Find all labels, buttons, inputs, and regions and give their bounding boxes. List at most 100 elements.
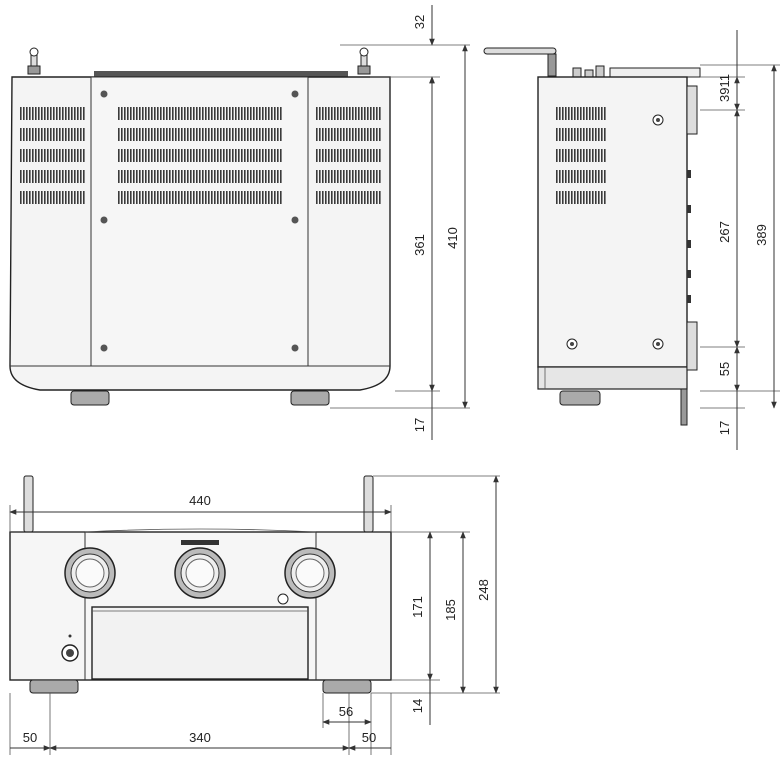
vent-slot bbox=[65, 128, 67, 141]
vent-slot bbox=[586, 170, 588, 183]
vent-slot bbox=[56, 170, 58, 183]
vent-slot bbox=[80, 191, 82, 204]
vent-slot bbox=[53, 170, 55, 183]
vent-slot bbox=[187, 149, 189, 162]
vent-slot bbox=[241, 149, 243, 162]
vent-slot bbox=[184, 149, 186, 162]
vent-slot bbox=[83, 149, 85, 162]
vent-slot bbox=[316, 107, 318, 120]
vent-slot bbox=[23, 107, 25, 120]
vent-slot bbox=[370, 128, 372, 141]
vent-slot bbox=[193, 191, 195, 204]
vent-slot bbox=[343, 149, 345, 162]
vent-slot bbox=[211, 191, 213, 204]
vent-slot bbox=[271, 170, 273, 183]
vent-slot bbox=[592, 149, 594, 162]
vent-slot bbox=[35, 128, 37, 141]
vent-slot bbox=[74, 128, 76, 141]
vent-slot bbox=[376, 107, 378, 120]
vent-slot bbox=[337, 107, 339, 120]
vent-slot bbox=[193, 107, 195, 120]
vent-slot bbox=[595, 170, 597, 183]
vent-slot bbox=[262, 191, 264, 204]
vent-slot bbox=[169, 128, 171, 141]
vent-slot bbox=[274, 191, 276, 204]
vent-slot bbox=[205, 149, 207, 162]
vent-slot bbox=[208, 128, 210, 141]
small-button bbox=[277, 593, 289, 605]
vent-slot bbox=[262, 107, 264, 120]
vent-slot bbox=[367, 107, 369, 120]
vent-slot bbox=[196, 107, 198, 120]
vent-slot bbox=[259, 149, 261, 162]
vent-slot bbox=[136, 191, 138, 204]
power-indicator bbox=[68, 634, 72, 638]
vent-slot bbox=[319, 191, 321, 204]
vent-slot bbox=[583, 191, 585, 204]
vent-slot bbox=[241, 128, 243, 141]
vent-slot bbox=[172, 149, 174, 162]
vent-slot bbox=[133, 149, 135, 162]
vent-slot bbox=[196, 170, 198, 183]
vent-slot bbox=[226, 170, 228, 183]
vent-slot bbox=[277, 149, 279, 162]
vent-slot bbox=[178, 191, 180, 204]
top-screws bbox=[100, 90, 299, 352]
vent-slot bbox=[23, 128, 25, 141]
vent-slot bbox=[331, 149, 333, 162]
vent-slot bbox=[56, 128, 58, 141]
vent-slot bbox=[565, 149, 567, 162]
vent-slot bbox=[169, 149, 171, 162]
vent-slot bbox=[47, 128, 49, 141]
knob-right bbox=[284, 547, 336, 599]
vent-slot bbox=[208, 191, 210, 204]
vent-slot bbox=[44, 107, 46, 120]
vent-slot bbox=[32, 191, 34, 204]
vent-slot bbox=[181, 149, 183, 162]
vent-slot bbox=[556, 191, 558, 204]
vent-slot bbox=[574, 191, 576, 204]
vent-slot bbox=[83, 107, 85, 120]
vent-slot bbox=[259, 107, 261, 120]
vent-slot bbox=[271, 107, 273, 120]
vent-slot bbox=[80, 149, 82, 162]
vent-slot bbox=[562, 128, 564, 141]
vent-slot bbox=[340, 107, 342, 120]
vent-slot bbox=[250, 149, 252, 162]
vent-slot bbox=[355, 128, 357, 141]
vent-slot bbox=[319, 128, 321, 141]
vent-slot bbox=[154, 149, 156, 162]
vent-slot bbox=[172, 107, 174, 120]
vent-slot bbox=[41, 149, 43, 162]
vent-slot bbox=[364, 149, 366, 162]
vent-slot bbox=[226, 107, 228, 120]
vent-slot bbox=[271, 191, 273, 204]
vent-slot bbox=[238, 170, 240, 183]
vent-slot bbox=[601, 170, 603, 183]
vent-slot bbox=[205, 170, 207, 183]
vent-slot bbox=[232, 149, 234, 162]
vent-slot bbox=[127, 191, 129, 204]
vent-slot bbox=[250, 107, 252, 120]
vent-slot bbox=[376, 128, 378, 141]
vent-slot bbox=[26, 191, 28, 204]
vent-slot bbox=[142, 149, 144, 162]
vent-slot bbox=[259, 191, 261, 204]
vent-slot bbox=[604, 191, 606, 204]
vent-slot bbox=[202, 149, 204, 162]
vent-slot bbox=[361, 149, 363, 162]
vent-slot bbox=[20, 107, 22, 120]
dim-side-lower: 55 bbox=[717, 362, 732, 376]
vent-slot bbox=[130, 128, 132, 141]
vent-slot bbox=[175, 128, 177, 141]
vent-slot bbox=[65, 107, 67, 120]
vent-slot bbox=[47, 170, 49, 183]
vent-slot bbox=[235, 170, 237, 183]
vent-slot bbox=[565, 128, 567, 141]
vent-slot bbox=[50, 107, 52, 120]
vent-slot bbox=[175, 191, 177, 204]
vent-slot bbox=[601, 149, 603, 162]
vent-slot bbox=[56, 107, 58, 120]
rear-bracket-top bbox=[686, 85, 698, 135]
vent-slot bbox=[229, 149, 231, 162]
